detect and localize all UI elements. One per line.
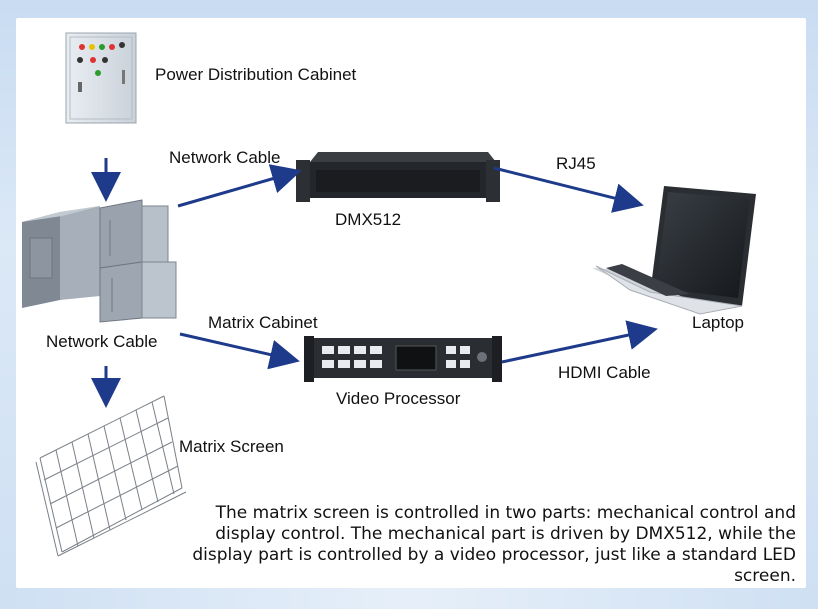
connection-arrows — [91, 158, 658, 408]
arrow-cabinet-to-dmx — [177, 164, 302, 208]
label-video-processor: Video Processor — [336, 389, 461, 408]
dmx512-device-icon — [296, 152, 500, 202]
label-power-cabinet: Power Distribution Cabinet — [155, 65, 357, 84]
diagram-caption: The matrix screen is controlled in two p… — [192, 503, 796, 586]
label-rj45: RJ45 — [556, 154, 596, 173]
video-processor-icon — [304, 336, 502, 382]
label-dmx512: DMX512 — [335, 210, 402, 229]
label-laptop: Laptop — [692, 313, 744, 332]
background-band — [0, 588, 818, 609]
arrow-cabinet-to-processor — [179, 332, 300, 370]
arrow-dmx-to-laptop — [493, 166, 644, 213]
matrix-cabinet-icon — [22, 199, 177, 323]
label-matrix-cabinet: Matrix Cabinet — [208, 313, 318, 332]
laptop-icon — [592, 186, 756, 315]
label-hdmi-cable: HDMI Cable — [558, 363, 651, 382]
label-network-cable-top: Network Cable — [169, 148, 281, 167]
matrix-screen-icon — [35, 395, 187, 557]
arrow-processor-to-laptop — [501, 320, 658, 364]
label-network-cable-left: Network Cable — [46, 332, 158, 351]
power-cabinet-icon — [65, 32, 137, 124]
label-matrix-screen: Matrix Screen — [179, 437, 284, 456]
